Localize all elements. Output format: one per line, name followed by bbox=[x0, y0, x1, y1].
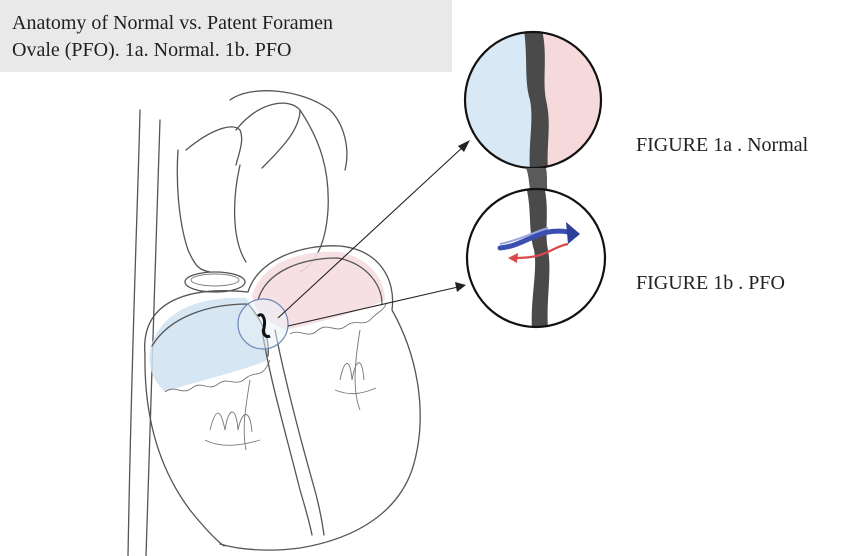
aorta bbox=[177, 91, 347, 272]
vena-cava bbox=[128, 110, 160, 556]
aortic-valve-ring bbox=[185, 272, 245, 292]
interventricular-septum bbox=[262, 330, 324, 535]
inset-normal-septum bbox=[465, 30, 605, 170]
inset-pfo-septum bbox=[467, 186, 605, 330]
figure-1b-label: FIGURE 1b . PFO bbox=[636, 272, 785, 295]
figure-1a-label: FIGURE 1a . Normal bbox=[636, 134, 808, 157]
foramen-ovale-region bbox=[238, 299, 288, 349]
